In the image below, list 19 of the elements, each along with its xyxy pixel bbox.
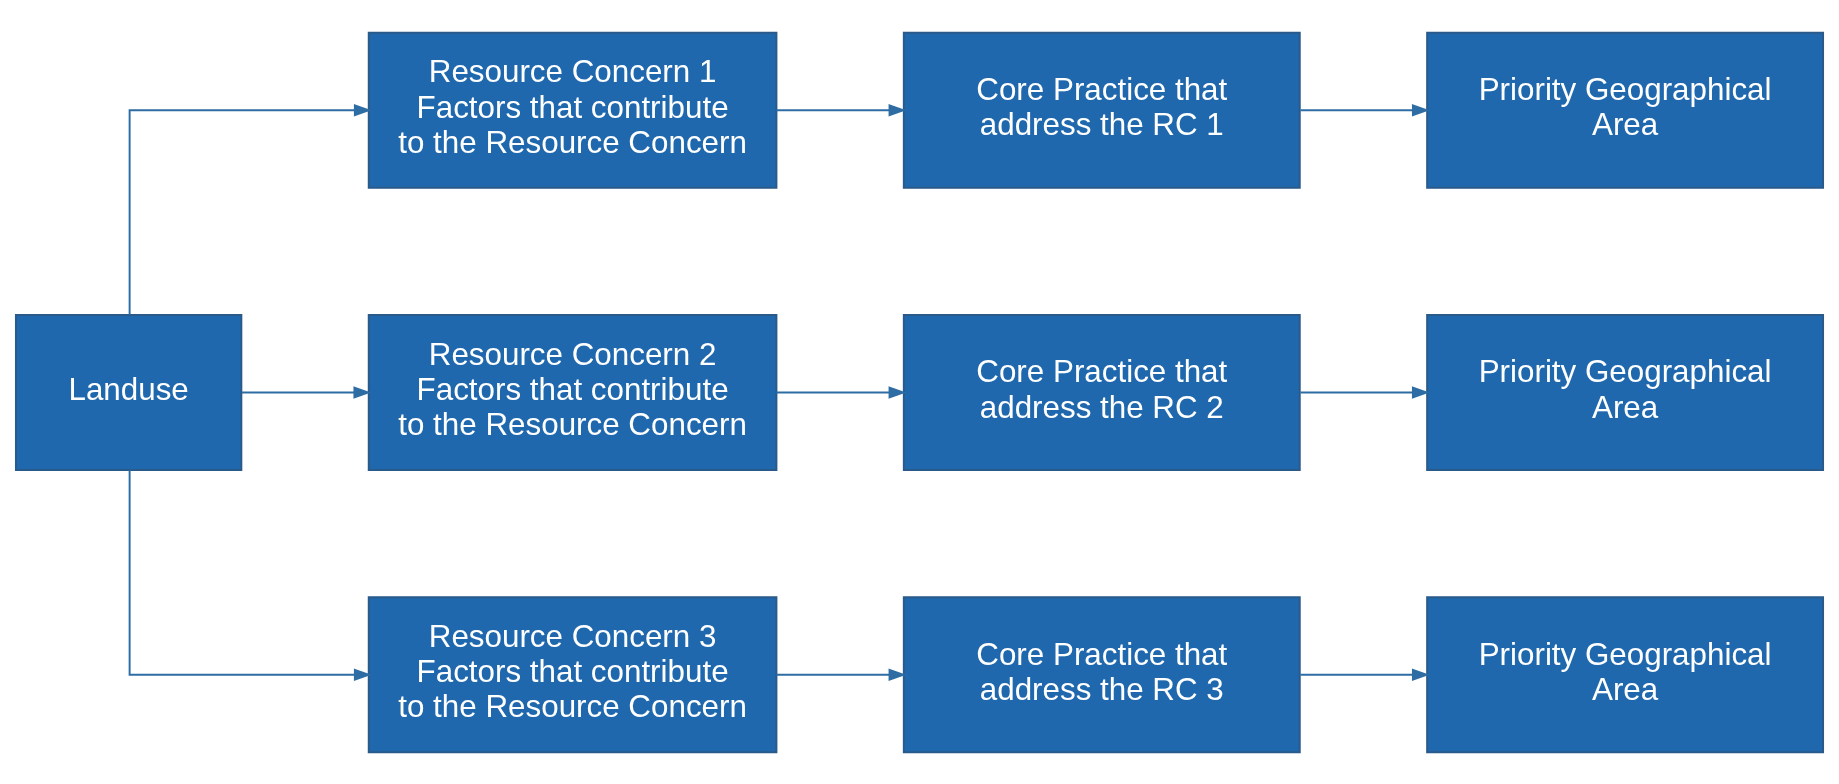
arrow — [128, 103, 372, 316]
node-box: Core Practice that address the RC 2 — [902, 313, 1301, 471]
node-box: Priority Geographical Area — [1426, 595, 1825, 753]
node-box: Resource Concern 2 Factors that contribute to the Resource Concern — [367, 313, 778, 471]
arrow — [128, 468, 372, 681]
arrow — [240, 385, 372, 399]
node-box: Core Practice that address the RC 1 — [902, 31, 1301, 189]
node-box: Priority Geographical Area — [1426, 313, 1825, 471]
node-box: Core Practice that address the RC 3 — [902, 595, 1301, 753]
arrow — [775, 103, 907, 116]
arrow — [1299, 103, 1430, 116]
node-box: Priority Geographical Area — [1426, 31, 1825, 189]
node-box: Landuse — [14, 313, 243, 471]
arrow — [1299, 668, 1430, 681]
node-box: Resource Concern 3 Factors that contribute to the Resource Concern — [367, 595, 778, 753]
arrow — [775, 385, 907, 399]
node-box: Resource Concern 1 Factors that contribute to the Resource Concern — [367, 31, 778, 189]
arrow — [1299, 385, 1430, 399]
arrow — [775, 668, 907, 681]
